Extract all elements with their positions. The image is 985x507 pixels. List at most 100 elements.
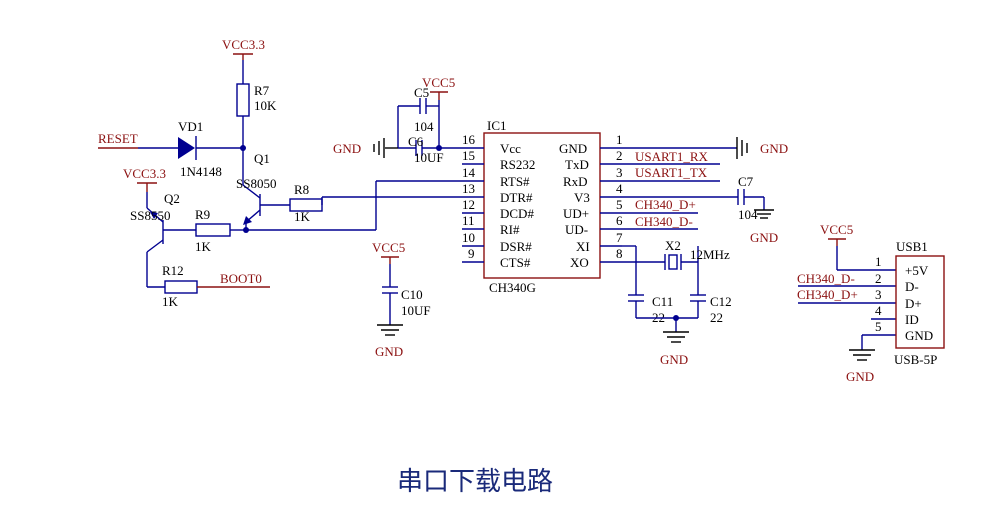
ic1-pin-num: 5 [616,197,623,212]
ic1-right-pins [600,147,622,263]
q1-value: SS8050 [236,176,276,191]
r9-resistor [195,223,231,237]
r8-value: 1K [294,209,311,224]
ic1-pin-num: 7 [616,230,623,245]
c6-ref: C6 [408,134,424,149]
vd1-value: 1N4148 [180,164,222,179]
usb1-pin-name: ID [905,312,919,327]
ic1-pin-name: UD- [565,222,588,237]
ic1-pin-num: 16 [462,132,476,147]
vcc5-label-c10: VCC5 [372,240,405,255]
gnd-label-right: GND [760,141,788,156]
usb1-pin-name: D+ [905,296,922,311]
ic1-ref: IC1 [487,118,507,133]
usb1-pin-num: 5 [875,319,882,334]
c10-value: 10UF [401,303,431,318]
vcc5-label-usb: VCC5 [820,222,853,237]
ic1-pin-num: 8 [616,246,623,261]
usb1-pin-num: 3 [875,287,882,302]
vcc33-label-q2: VCC3.3 [123,166,166,181]
x2-crystal [664,254,682,270]
ic1-pin-name: RTS# [500,174,530,189]
c7-ref: C7 [738,174,754,189]
ic1-pin-name: CTS# [500,255,531,270]
ic1-pin-name: RS232 [500,157,535,172]
vcc5-symbol-c10 [381,256,399,264]
q2-ref: Q2 [164,191,180,206]
gnd-label-usb: GND [846,369,874,384]
c6-value: 10UF [414,150,444,165]
ic1-pin-num: 14 [462,165,476,180]
ic1-pin-num: 9 [468,246,475,261]
q1-ref: Q1 [254,151,270,166]
ic1-pin-num: 1 [616,132,623,147]
usb1-body [895,255,945,349]
r12-value: 1K [162,294,179,309]
ic1-pin-name: V3 [574,190,590,205]
usb-dm-net-label: CH340_D- [797,271,855,286]
c11-ref: C11 [652,294,673,309]
c7-capacitor [737,189,745,205]
r7-ref: R7 [254,83,270,98]
c12-ref: C12 [710,294,732,309]
gnd-label-c10: GND [375,344,403,359]
ic1-pin-name: DTR# [500,190,533,205]
ic1-pin-name: RI# [500,222,520,237]
usart-tx-net-label: USART1_TX [635,165,708,180]
q2-value: SS8550 [130,208,170,223]
c12-value: 22 [710,310,723,325]
ic1-left-pins [462,147,484,263]
boot0-net-label: BOOT0 [220,271,262,286]
c7-value: 104 [738,207,758,222]
usb1-part: USB-5P [894,352,937,367]
r12-ref: R12 [162,263,184,278]
r9-ref: R9 [195,207,210,222]
usb1-pin-name: +5V [905,263,929,278]
usb1-pin-num: 4 [875,303,882,318]
usb1-pin-name: GND [905,328,933,343]
vcc33-symbol-r7: VCC3.3 [222,37,265,60]
ic1-part: CH340G [489,280,536,295]
reset-net-label: RESET [98,131,138,146]
r7-value: 10K [254,98,277,113]
ic1-pin-num: 12 [462,197,475,212]
gnd-symbol-crystal [663,331,689,343]
ic1-pin-name: XI [576,239,590,254]
gnd-symbol-left [373,138,398,158]
vcc5-symbol-c5 [430,91,448,100]
ic1-pin-num: 15 [462,148,475,163]
ic1-pin-num: 4 [616,181,623,196]
usb1-pin-name: D- [905,279,919,294]
c12-capacitor [690,294,706,302]
usart-rx-net-label: USART1_RX [635,149,709,164]
gnd-symbol-usb [849,349,875,361]
vd1-ref: VD1 [178,119,203,134]
r8-ref: R8 [294,182,309,197]
ic1-pin-num: 11 [462,213,475,228]
usb1-pin-num: 1 [875,254,882,269]
ic1-pin-num: 2 [616,148,623,163]
gnd-label-c7: GND [750,230,778,245]
gnd-symbol-c10 [377,324,403,336]
c5-capacitor [419,98,427,114]
ic1-pin-num: 10 [462,230,475,245]
ic1-pin-name: DSR# [500,239,532,254]
gnd-label-left: GND [333,141,361,156]
c11-capacitor [628,294,644,302]
ic1-body [483,132,601,279]
ic1-pin-name: GND [559,141,587,156]
c5-ref: C5 [414,85,429,100]
ic1-pin-name: RxD [563,174,588,189]
vcc33-symbol-q2 [137,182,157,192]
diagram-caption: 串口下载电路 [397,467,553,497]
vcc33-label-r7: VCC3.3 [222,37,265,52]
usb-dp-net-label: CH340_D+ [797,287,858,302]
r9-value: 1K [195,239,212,254]
usb1-pin-num: 2 [875,271,882,286]
r12-resistor [164,280,198,294]
vcc5-symbol-usb [828,238,846,246]
vd1-diode [178,136,197,160]
usb1-ref: USB1 [896,239,928,254]
ic1-pin-name: UD+ [563,206,589,221]
